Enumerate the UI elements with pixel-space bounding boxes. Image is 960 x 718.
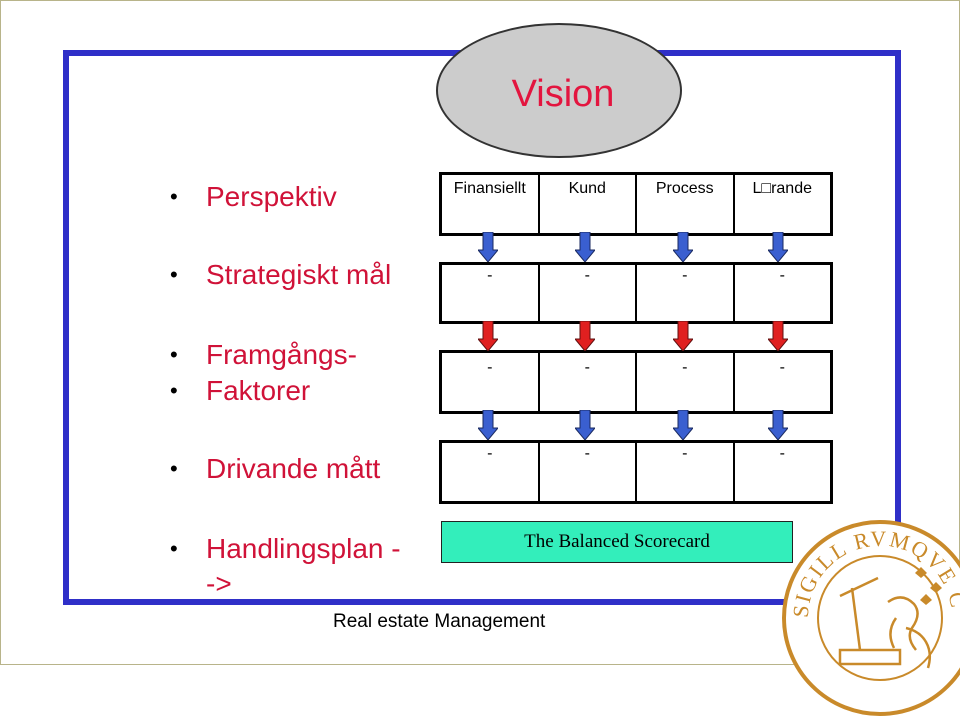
cell-framgang-4: - (779, 359, 785, 376)
vision-title: Vision (511, 73, 615, 115)
arrow-down-red-icon (575, 321, 595, 351)
arrow-down-blue-icon (768, 410, 788, 440)
bullet-framgangs: Framgångs- (170, 338, 357, 372)
arrow-down-red-icon (768, 321, 788, 351)
arrow-down-blue-icon (575, 410, 595, 440)
cell-kund: Kund (540, 175, 637, 233)
arrow-down-blue-icon (768, 232, 788, 262)
cell-strategi-3: - (637, 265, 735, 321)
arrow-down-red-icon (673, 321, 693, 351)
cell-drivande-3: - (637, 443, 735, 501)
cell-drivande-4: - (779, 445, 785, 462)
cell-strategi-2: - (540, 265, 637, 321)
cell-process: Process (637, 175, 735, 233)
cell-larande: L□rande (752, 180, 812, 197)
bullet-handlingsplan: Handlingsplan - (170, 532, 401, 566)
balanced-scorecard-box: The Balanced Scorecard (441, 521, 793, 563)
bullet-drivande-matt: Drivande mått (170, 452, 380, 486)
footer-text: Real estate Management (333, 611, 546, 632)
cell-framgang-1: - (442, 353, 540, 411)
bullet-faktorer: Faktorer (170, 374, 310, 408)
arrow-down-blue-icon (478, 410, 498, 440)
arrow-down-blue-icon (575, 232, 595, 262)
university-seal-icon: SIGILL RVMQVE CAROLINAE ACADEMIAE (780, 518, 960, 716)
row-framgangsfaktorer: - - - - (439, 350, 833, 414)
arrow-down-red-icon (478, 321, 498, 351)
row-drivande-matt: - - - - (439, 440, 833, 504)
cell-finansiellt: Finansiellt (442, 175, 540, 233)
cell-drivande-1: - (442, 443, 540, 501)
bullet-perspektiv: Perspektiv (170, 180, 337, 214)
vision-ellipse: Vision (436, 23, 682, 158)
bullet-handlingsplan-arrow: -> (206, 568, 232, 599)
row-perspektiv: Finansiellt Kund Process L□rande (439, 172, 833, 236)
cell-strategi-1: - (442, 265, 540, 321)
cell-drivande-2: - (540, 443, 637, 501)
bullet-strategiskt-mal: Strategiskt mål (170, 258, 391, 292)
cell-framgang-2: - (540, 353, 637, 411)
cell-strategi-4: - (779, 267, 785, 284)
cell-framgang-3: - (637, 353, 735, 411)
row-strategiskt-mal: - - - - (439, 262, 833, 324)
arrow-down-blue-icon (673, 410, 693, 440)
arrow-down-blue-icon (478, 232, 498, 262)
arrow-down-blue-icon (673, 232, 693, 262)
